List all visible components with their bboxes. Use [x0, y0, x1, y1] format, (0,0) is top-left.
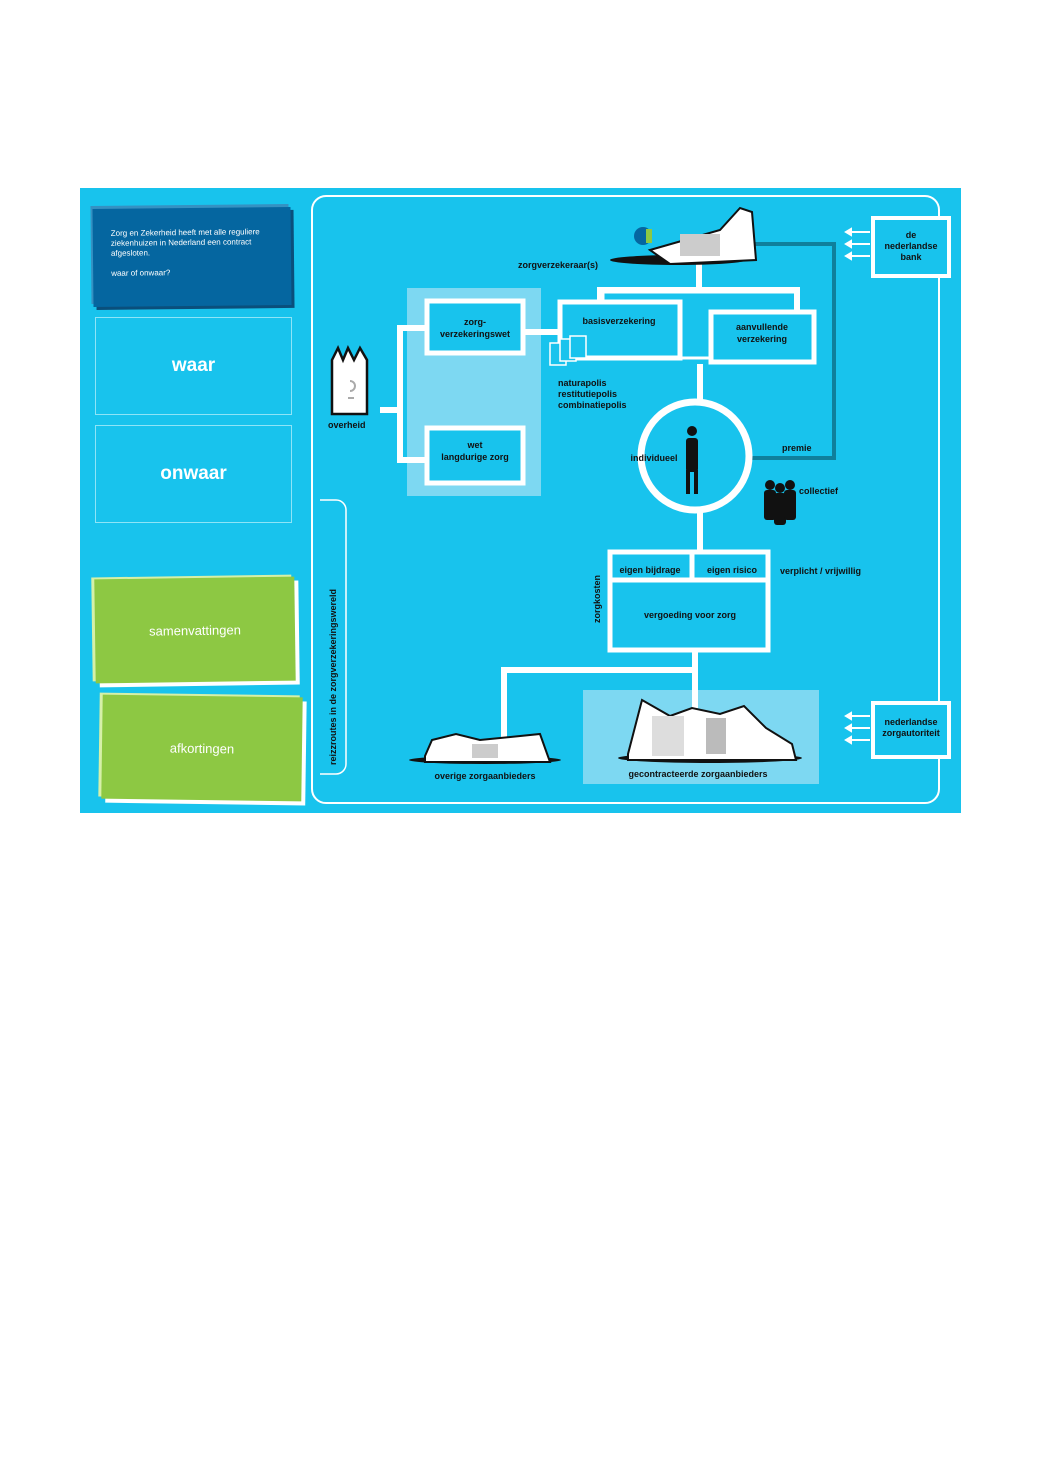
own-contribution-label: eigen bijdrage	[619, 565, 680, 575]
nza-arrows-icon	[844, 711, 870, 745]
zvw-line2: verzekeringswet	[440, 329, 510, 339]
dnb-line2: nederlandse	[884, 241, 937, 251]
contracted-providers-building-icon	[618, 698, 802, 763]
true-button[interactable]: waar	[95, 317, 292, 415]
basic-label: basisverzekering	[582, 316, 655, 326]
premium-line	[750, 242, 836, 460]
learning-panel: Zorg en Zekerheid heeft met alle regulie…	[80, 188, 961, 813]
policy-2: restitutiepolis	[558, 389, 617, 399]
premium-label: premie	[782, 443, 812, 453]
policy-1: naturapolis	[558, 378, 607, 388]
individual-label: individueel	[630, 453, 677, 463]
person-icon	[686, 426, 698, 494]
contracted-providers-label: gecontracteerde zorgaanbieders	[628, 769, 767, 779]
policy-3: combinatiepolis	[558, 400, 627, 410]
wlz-line2: langdurige zorg	[441, 452, 509, 462]
collective-label: collectief	[799, 486, 839, 496]
basic-box	[557, 299, 683, 361]
supplementary-box	[708, 309, 817, 365]
insurance-diagram: reizzroutes in de zorgverzekeringswereld…	[311, 195, 951, 804]
dnb-line1: de	[906, 230, 917, 240]
care-costs-label: zorgkosten	[592, 575, 602, 623]
nza-line1: nederlandse	[884, 717, 937, 727]
dnb-box	[871, 216, 951, 278]
false-button[interactable]: onwaar	[95, 425, 292, 523]
supplementary-line1: aanvullende	[736, 322, 788, 332]
government-church-icon	[330, 344, 369, 416]
cost-block	[607, 549, 771, 653]
supplementary-line2: verzekering	[737, 334, 787, 344]
own-risk-label: eigen risico	[707, 565, 758, 575]
zvw-box	[424, 298, 526, 356]
side-title-bracket	[320, 499, 347, 775]
diagram-frame	[311, 195, 940, 804]
dnb-line3: bank	[900, 252, 922, 262]
policy-papers-icon	[549, 335, 587, 366]
reimbursement-label: vergoeding voor zorg	[644, 610, 736, 620]
insurer-building-icon	[610, 206, 758, 266]
side-title: reizzroutes in de zorgverzekeringswereld	[328, 589, 338, 765]
dnb-arrows-icon	[844, 227, 870, 261]
nza-line2: zorgautoriteit	[882, 728, 940, 738]
wlz-line1: wet	[466, 440, 482, 450]
insurer-label: zorgverzekeraar(s)	[518, 260, 598, 270]
nza-box	[871, 701, 951, 759]
mandatory-label: verplicht / vrijwillig	[780, 566, 861, 576]
other-providers-building-icon	[409, 732, 561, 764]
group-icon	[764, 480, 796, 525]
other-providers-label: overige zorgaanbieders	[434, 771, 535, 781]
government-label: overheid	[328, 420, 366, 430]
wlz-box	[424, 425, 526, 486]
zvw-line1: zorg-	[464, 317, 486, 327]
